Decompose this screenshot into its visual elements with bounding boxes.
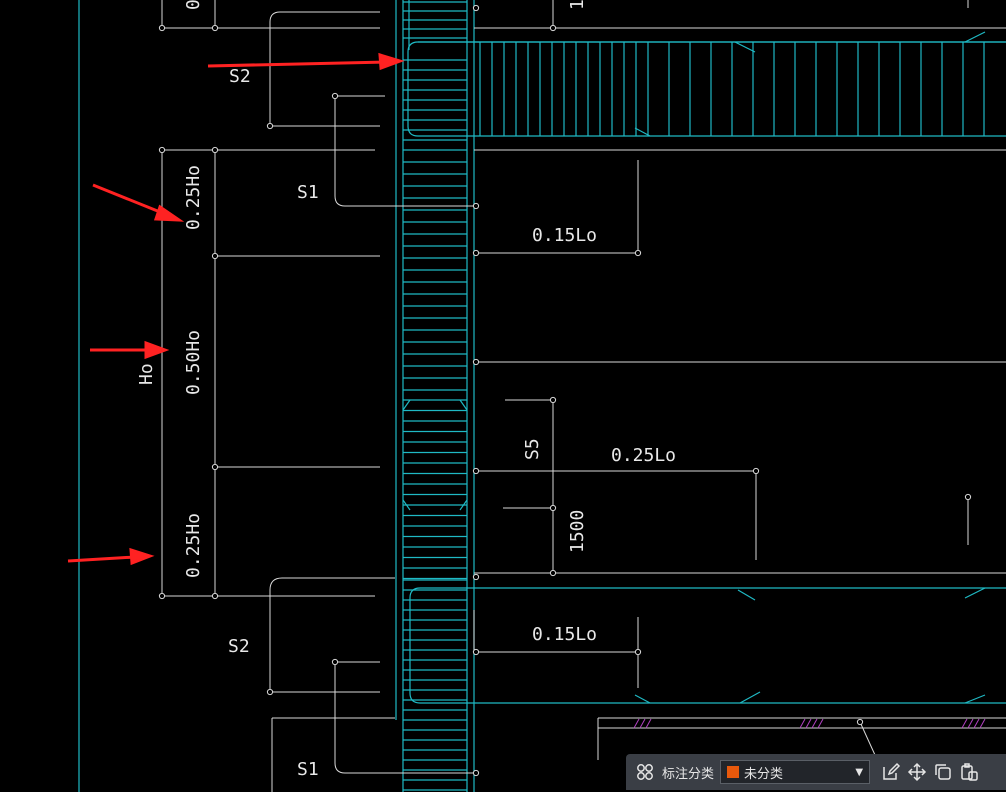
paste-icon[interactable] [956,759,982,785]
label-s2-top: S2 [229,66,251,87]
dimension-node [211,146,219,154]
dimension-node [158,146,166,154]
dimension-node [266,122,274,130]
dimension-node [472,249,480,257]
category-value: 未分类 [744,766,784,782]
top-beam-rebar [407,31,1006,137]
dimension-node [634,648,642,656]
dimension-node [549,24,557,32]
dimension-node [472,358,480,366]
hatch-mark [961,718,968,729]
category-color-swatch [727,766,740,778]
dimension-node [211,24,219,32]
label-015lo-top: 0.15Lo [532,225,597,246]
hatch-mark [973,718,980,729]
hatch-mark [799,718,806,729]
dimension-node [634,249,642,257]
hatch-marks [633,718,986,729]
dimension-node [964,493,972,501]
dimension-node [549,504,557,512]
dimension-node [549,569,557,577]
copy-icon[interactable] [930,759,956,785]
dimension-node [331,658,339,666]
dimension-node [856,718,864,726]
column-rebar [402,0,475,792]
edit-icon[interactable] [878,759,904,785]
move-icon[interactable] [904,759,930,785]
label-partial-right: 15 [567,0,588,10]
label-s5: S5 [522,438,543,460]
label-ho: Ho [136,363,157,385]
dimension-node [211,463,219,471]
dimension-node [472,467,480,475]
annotation-toolbar: 标注分类 未分类 ▼ [626,754,1006,790]
dimension-nodes [158,4,972,777]
dimension-node [472,202,480,210]
chevron-down-icon: ▼ [855,766,864,778]
dimension-node [752,467,760,475]
hatch-mark [805,718,812,729]
category-select[interactable]: 未分类 ▼ [720,760,871,784]
dimension-node [266,688,274,696]
dimension-node [472,4,480,12]
annotation-arrows [67,52,405,566]
dimension-node [211,252,219,260]
label-015lo-bottom: 0.15Lo [532,624,597,645]
hatch-mark [811,718,818,729]
dimension-node [472,648,480,656]
category-label: 标注分类 [662,766,715,782]
label-s1-bottom: S1 [297,759,319,780]
dimension-node [331,92,339,100]
dimension-node [211,592,219,600]
dimension-node [472,769,480,777]
bottom-beam-rebar [409,587,1006,704]
drawing-labels: S2 S1 S2 S1 Ho 0.25Ho 0.50Ho 0.25Ho 0.15… [136,0,676,780]
label-025lo: 0.25Lo [611,445,676,466]
label-025ho-bottom: 0.25Ho [183,513,204,578]
hatch-mark [639,718,646,729]
hatch-mark [979,718,986,729]
hatch-mark [633,718,640,729]
dimension-node [549,396,557,404]
hatch-mark [817,718,824,729]
label-1500: 1500 [567,510,588,553]
dimension-node [472,573,480,581]
label-s1-top: S1 [297,182,319,203]
column-joint-marks [402,399,468,511]
grid-icon[interactable] [632,759,658,785]
label-partial-left: 0 [183,0,204,10]
hatch-mark [967,718,974,729]
hatch-mark [645,718,652,729]
dimension-node [158,592,166,600]
label-050ho: 0.50Ho [183,330,204,395]
label-025ho-top: 0.25Ho [183,165,204,230]
dimension-node [158,24,166,32]
dimension-lines [161,0,1006,792]
label-s2-bottom: S2 [228,636,250,657]
